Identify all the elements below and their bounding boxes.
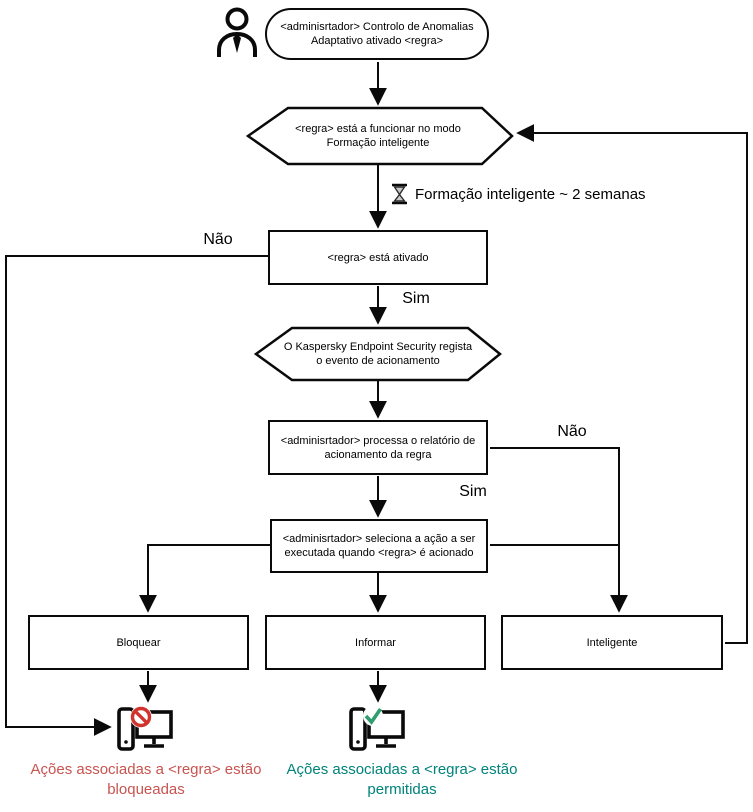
user-icon (217, 7, 257, 57)
hexagon-logging-shape (253, 326, 502, 382)
branch-label-no-left: Não (203, 231, 233, 248)
select-action-node: <adminisrtador> seleciona a ação a ser e… (270, 519, 488, 573)
process-report-node: <adminisrtador> processa o relatório de … (268, 420, 488, 475)
start-node-label: <adminisrtador> Controlo de Anomalias Ad… (280, 21, 474, 47)
arrow-smart-loop-to-training (516, 124, 748, 644)
action-inform-label: Informar (355, 636, 396, 649)
branch-label-yes-second: Sim (459, 483, 487, 500)
checkmark-icon (363, 706, 383, 726)
tie-shape (233, 34, 241, 53)
connectors (5, 62, 748, 736)
prohibition-icon (130, 706, 152, 728)
computer-blocked-icon (117, 706, 173, 751)
computer-allowed-icon (349, 706, 405, 751)
action-block-node: Bloquear (28, 615, 249, 670)
arrow-no-right-to-smart (490, 447, 628, 613)
action-inform-node: Informar (265, 615, 486, 670)
rule-enabled-node: <regra> está ativado (268, 230, 488, 285)
action-smart-node: Inteligente (501, 615, 723, 670)
branch-label-yes-first: Sim (402, 290, 430, 307)
caption-blocked: Ações associadas a <regra> estão bloquea… (30, 761, 262, 798)
hexagon-training-shape (245, 106, 514, 166)
action-smart-label: Inteligente (586, 636, 638, 649)
arrow-select-to-block (139, 544, 270, 613)
process-report-label: <adminisrtador> processa o relatório de … (280, 434, 476, 461)
training-duration-note: Formação inteligente ~ 2 semanas (415, 186, 646, 203)
rule-enabled-label: <regra> está ativado (327, 251, 429, 264)
select-action-label: <adminisrtador> seleciona a ação a ser e… (282, 533, 476, 559)
hexagon-training-label: <regra> está a funcionar no modo Formaçã… (295, 123, 461, 149)
start-node: <adminisrtador> Controlo de Anomalias Ad… (265, 8, 489, 60)
branch-label-no-right: Não (557, 423, 587, 440)
hexagon-logging-label-box: O Kaspersky Endpoint Security regista o … (280, 328, 476, 380)
hexagon-logging-label: O Kaspersky Endpoint Security regista o … (283, 341, 473, 367)
arrow-no-left-loop (5, 255, 268, 736)
hourglass-icon (392, 183, 407, 205)
caption-allowed: Ações associadas a <regra> estão permiti… (286, 761, 518, 798)
hexagon-training-label-box: <regra> está a funcionar no modo Formaçã… (278, 108, 478, 164)
action-block-label: Bloquear (116, 636, 161, 649)
